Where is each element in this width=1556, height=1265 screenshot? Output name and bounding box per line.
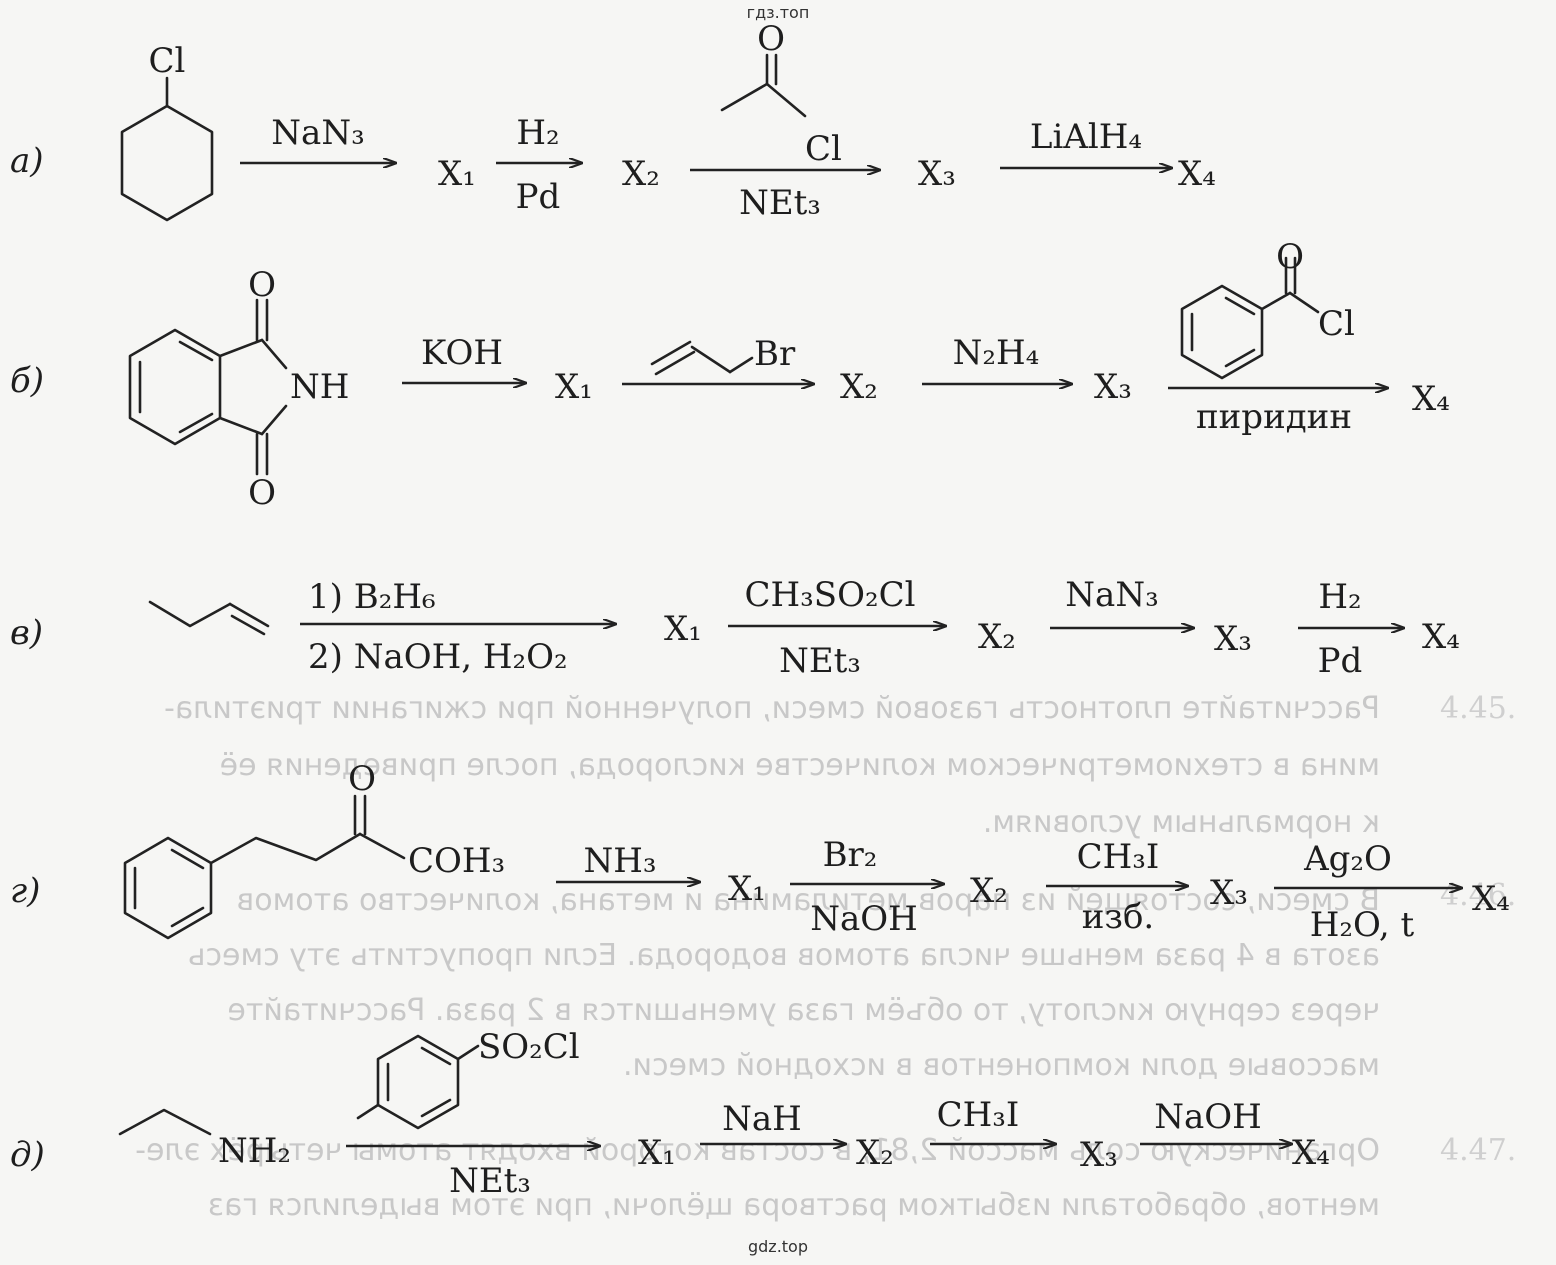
product-x3: X₃ [1094, 367, 1132, 407]
reagent-above: N₂H₄ [953, 333, 1040, 373]
scheme-label: в) [10, 613, 43, 653]
ghost-num-447: 4.47. [1440, 1133, 1516, 1168]
reagent-above: Br [754, 334, 796, 374]
product-x2: X₂ [970, 871, 1008, 911]
reagent-above: NaOH [1154, 1097, 1262, 1137]
ghost-line-5: азота в 4 раза меньше числа атомов водор… [188, 938, 1380, 973]
reagent-above: CH₃I [1077, 837, 1160, 877]
product-x4: X₄ [1472, 879, 1510, 919]
ghost-line-2: мина в стехиометрическом количестве кисл… [220, 748, 1380, 783]
ghost-line-9: ментов, обработали избытком раствора щёл… [208, 1188, 1380, 1223]
product-x1: X₁ [638, 1133, 676, 1173]
ghost-num-445: 4.45. [1440, 691, 1516, 726]
scheme-label: а) [10, 141, 44, 181]
reagent-below: NaOH [810, 899, 918, 939]
oxygen-atom: O [1276, 237, 1304, 277]
reagent-above: CH₃I [937, 1095, 1020, 1135]
amine-group: NH₂ [218, 1131, 291, 1171]
phthalimide-structure: O NH O [128, 265, 349, 513]
phenylbutanone-structure: O COH₃ [123, 759, 505, 940]
reagent-above: Br₂ [823, 835, 878, 875]
ghost-line-4: В смеси, состоящей из паров метиламина и… [237, 883, 1380, 918]
reagent-below: 2) NaOH, H₂O₂ [308, 637, 568, 677]
reagent-above: NaN₃ [1065, 575, 1158, 615]
ethylamine-structure: NH₂ [118, 1108, 291, 1171]
scheme-label: г) [10, 871, 40, 911]
product-x4: X₄ [1292, 1133, 1330, 1173]
ghost-line-1: Рассчитайте плотность газовой смеси, пол… [164, 691, 1380, 726]
reagent-above: NH₃ [583, 841, 656, 881]
reagent-above: KOH [421, 333, 503, 373]
product-x3: X₃ [1210, 873, 1248, 913]
oxygen-atom: O [348, 759, 376, 799]
imide-nh: NH [290, 367, 349, 407]
scheme-d: д) NH₂ SO₂Cl NEt₃ X₁ NaH X₂ CH₃I X₃ NaOH… [10, 1027, 1330, 1201]
reagent-above: CH₃SO₂Cl [745, 575, 916, 615]
product-x2: X₂ [840, 367, 878, 407]
ghost-line-7: массовые доли компонентов в исходной сме… [623, 1048, 1380, 1083]
chlorocyclohexane-structure: Cl [120, 41, 214, 222]
reagent-above: H₂ [1318, 577, 1361, 617]
oxygen-atom-bottom: O [248, 473, 276, 513]
ghost-line-8: Органическую соль массой 2,81, в состав … [135, 1133, 1380, 1168]
reagent-above: Cl [1318, 304, 1355, 344]
reagent-below: NEt₃ [779, 641, 861, 681]
reagent-above: SO₂Cl [478, 1027, 580, 1067]
background-text: 4.45. Рассчитайте плотность газовой смес… [135, 691, 1516, 1223]
oxygen-atom-top: O [248, 265, 276, 305]
reagent-below: NEt₃ [449, 1161, 531, 1201]
reagent-above: H₂ [516, 113, 559, 153]
ghost-line-6: через серную кислоту, то объём газа умен… [227, 993, 1380, 1028]
allyl-bromide-structure: Br [650, 334, 796, 376]
ghost-line-3: к нормальным условиям. [983, 805, 1380, 840]
tosyl-chloride-structure: SO₂Cl [356, 1027, 580, 1130]
product-x1: X₁ [555, 367, 593, 407]
reagent-above: Cl [805, 129, 842, 169]
reagent-below: NEt₃ [739, 183, 821, 223]
chlorine-atom: Cl [149, 41, 186, 81]
reagent-above: NaH [722, 1099, 802, 1139]
product-x1: X₁ [728, 869, 766, 909]
product-x3: X₃ [1214, 619, 1252, 659]
acetyl-chloride-structure: O Cl [720, 19, 842, 169]
product-x1: X₁ [438, 154, 476, 194]
scheme-b: б) O NH O KOH X₁ Br X [10, 237, 1450, 513]
oxygen-atom: O [757, 19, 785, 59]
reagent-below: изб. [1082, 897, 1154, 937]
butene-structure [148, 600, 270, 636]
scheme-v: в) 1) B₂H₆ 2) NaOH, H₂O₂ X₁ CH₃SO₂Cl NEt… [10, 575, 1460, 681]
product-x4: X₄ [1412, 379, 1450, 419]
product-x3: X₃ [918, 154, 956, 194]
product-x2: X₂ [978, 617, 1016, 657]
scheme-label: д) [10, 1135, 45, 1175]
scheme-label: б) [10, 361, 44, 401]
methoxy-group: COH₃ [408, 841, 505, 881]
watermark-bottom: gdz.top [748, 1237, 808, 1256]
reagent-above: LiAlH₄ [1030, 117, 1142, 157]
product-x1: X₁ [664, 609, 702, 649]
benzoyl-chloride-structure: O Cl [1180, 237, 1355, 380]
reagent-above: NaN₃ [271, 113, 364, 153]
product-x2: X₂ [856, 1133, 894, 1173]
reagent-below: H₂O, t [1310, 905, 1415, 945]
reagent-below: Pd [1318, 641, 1363, 681]
product-x4: X₄ [1422, 617, 1460, 657]
product-x2: X₂ [622, 154, 660, 194]
product-x4: X₄ [1178, 154, 1216, 194]
watermark-top: гдз.топ [747, 3, 810, 22]
reagent-below: пиридин [1196, 397, 1352, 437]
scheme-g: г) O COH₃ NH₃ X₁ Br₂ NaOH X₂ CH₃I изб. X… [10, 759, 1510, 945]
product-x3: X₃ [1080, 1135, 1118, 1175]
reagent-below: Pd [516, 177, 561, 217]
reagent-above: Ag₂O [1303, 839, 1392, 879]
scheme-a: а) Cl NaN₃ X₁ H₂ Pd X₂ O Cl NEt₃ X₃ LiAl… [10, 19, 1216, 223]
reagent-above: 1) B₂H₆ [308, 577, 436, 617]
